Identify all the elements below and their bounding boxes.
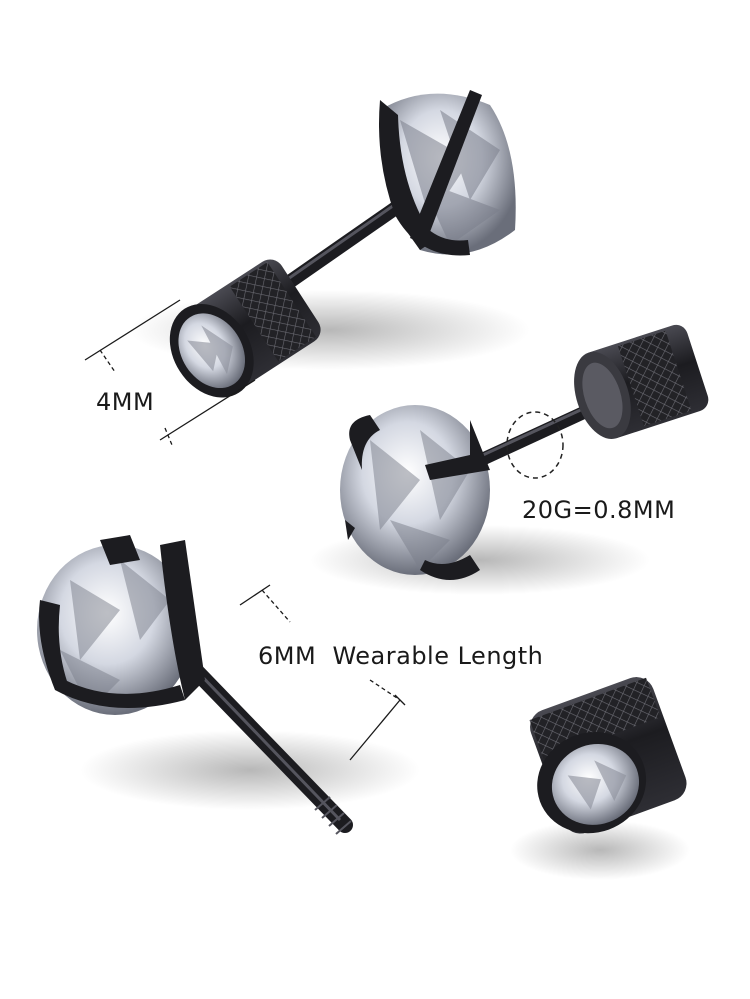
earring-top [169, 90, 516, 398]
screw-back-separate [529, 677, 687, 834]
earring-middle [340, 324, 709, 580]
gauge-label: 20G=0.8MM [522, 496, 676, 524]
earring-bottom-stud [37, 535, 353, 835]
back-diameter-label: 4MM [96, 388, 155, 416]
dimension-lines [84, 299, 406, 761]
wearable-length-label: 6MM Wearable Length [258, 642, 544, 670]
